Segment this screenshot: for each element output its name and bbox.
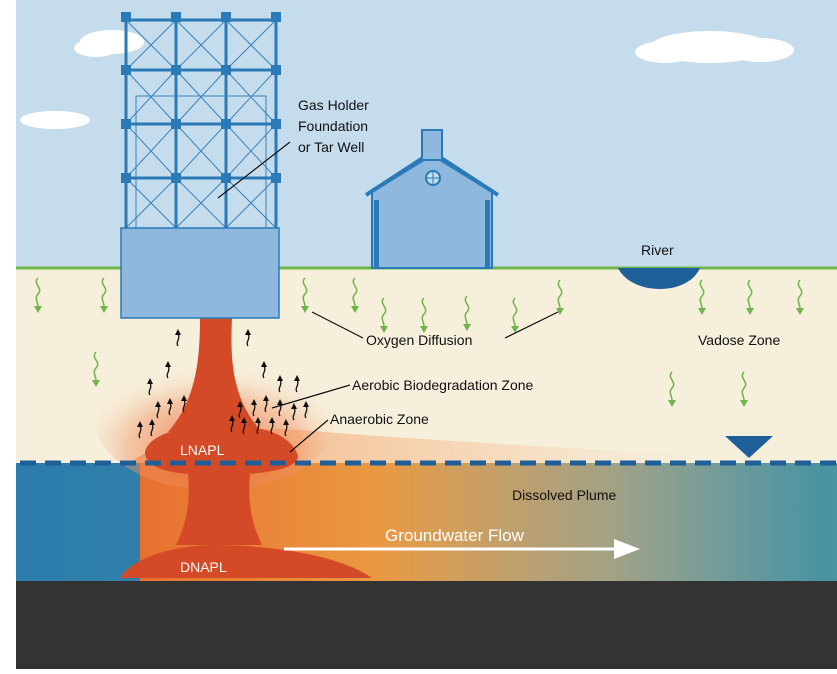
dissolved-plume [140,463,820,581]
label-anaerobic-zone: Anaerobic Zone [330,411,429,427]
napl-stem [168,318,262,432]
label-gas-holder-1: Gas Holder [298,97,369,113]
river [618,268,700,289]
leader-lines [217,141,559,453]
cloud-left [20,30,144,129]
water-table-symbol [725,436,773,458]
oxygen-arrows [35,277,803,401]
oxygen-arrowheads [34,306,804,407]
label-dissolved-plume: Dissolved Plume [512,487,616,503]
label-river: River [641,242,674,258]
label-aerobic-zone: Aerobic Biodegradation Zone [352,377,534,393]
label-vadose-zone: Vadose Zone [698,332,780,348]
vapor-arrows [138,333,308,439]
groundwater-flow-arrow [284,539,640,559]
label-lnapl: LNAPL [180,442,225,458]
vapor-arrowheads [137,329,309,427]
dnapl-pool [120,545,372,578]
gas-holder [120,12,281,319]
label-gas-holder-3: or Tar Well [298,139,364,155]
label-groundwater-flow: Groundwater Flow [385,526,525,545]
house [364,129,500,269]
label-gas-holder-2: Foundation [298,118,368,134]
label-dnapl: DNAPL [180,559,227,575]
cloud-right [635,31,794,63]
label-oxygen-diffusion: Oxygen Diffusion [366,332,472,348]
napl-connector [176,474,262,545]
bedrock [16,581,837,669]
